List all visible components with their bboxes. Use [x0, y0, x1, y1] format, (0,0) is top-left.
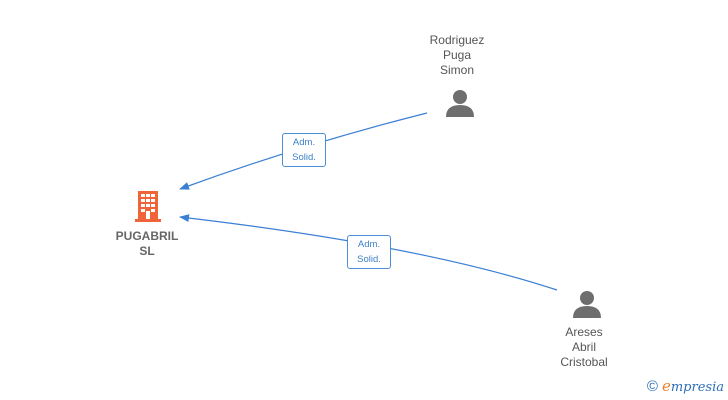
copyright-icon: ©: [646, 378, 658, 395]
relation-role-line2: Solid.: [292, 152, 316, 163]
brand-logo: empresia: [662, 378, 724, 396]
empresia-watermark[interactable]: © empresia: [647, 378, 724, 396]
edge-areses-to-pugabril: [179, 214, 558, 291]
company-node[interactable]: [133, 189, 163, 223]
person-areses-node[interactable]: [572, 289, 602, 319]
person-name-line1: Areses: [565, 325, 603, 339]
person-icon: [446, 90, 474, 117]
person-icon: [573, 291, 601, 318]
person-rodriguez-node[interactable]: [445, 88, 475, 118]
company-name-line2: SL: [139, 244, 155, 258]
person-name-line3: Cristobal: [560, 355, 608, 369]
relation-role-line2: Solid.: [357, 254, 381, 265]
building-icon: [135, 191, 161, 222]
company-name-label[interactable]: PUGABRIL SL: [87, 229, 207, 259]
relation-role-line1: Adm.: [292, 137, 316, 148]
person-rodriguez-label[interactable]: Rodriguez Puga Simon: [397, 33, 517, 78]
person-areses-label[interactable]: Areses Abril Cristobal: [524, 325, 644, 370]
relation-badge-areses[interactable]: Adm. Solid.: [347, 235, 391, 269]
company-name-line1: PUGABRIL: [115, 229, 179, 243]
person-name-line3: Simon: [439, 63, 474, 77]
person-name-line2: Puga: [442, 48, 472, 62]
brand-logo-rest: mpresia: [670, 380, 724, 395]
person-name-line2: Abril: [571, 340, 596, 354]
relation-badge-rodriguez[interactable]: Adm. Solid.: [282, 133, 326, 167]
brand-logo-initial: e: [661, 377, 671, 395]
person-name-line1: Rodriguez: [429, 33, 485, 47]
relation-role-line1: Adm.: [357, 239, 381, 250]
